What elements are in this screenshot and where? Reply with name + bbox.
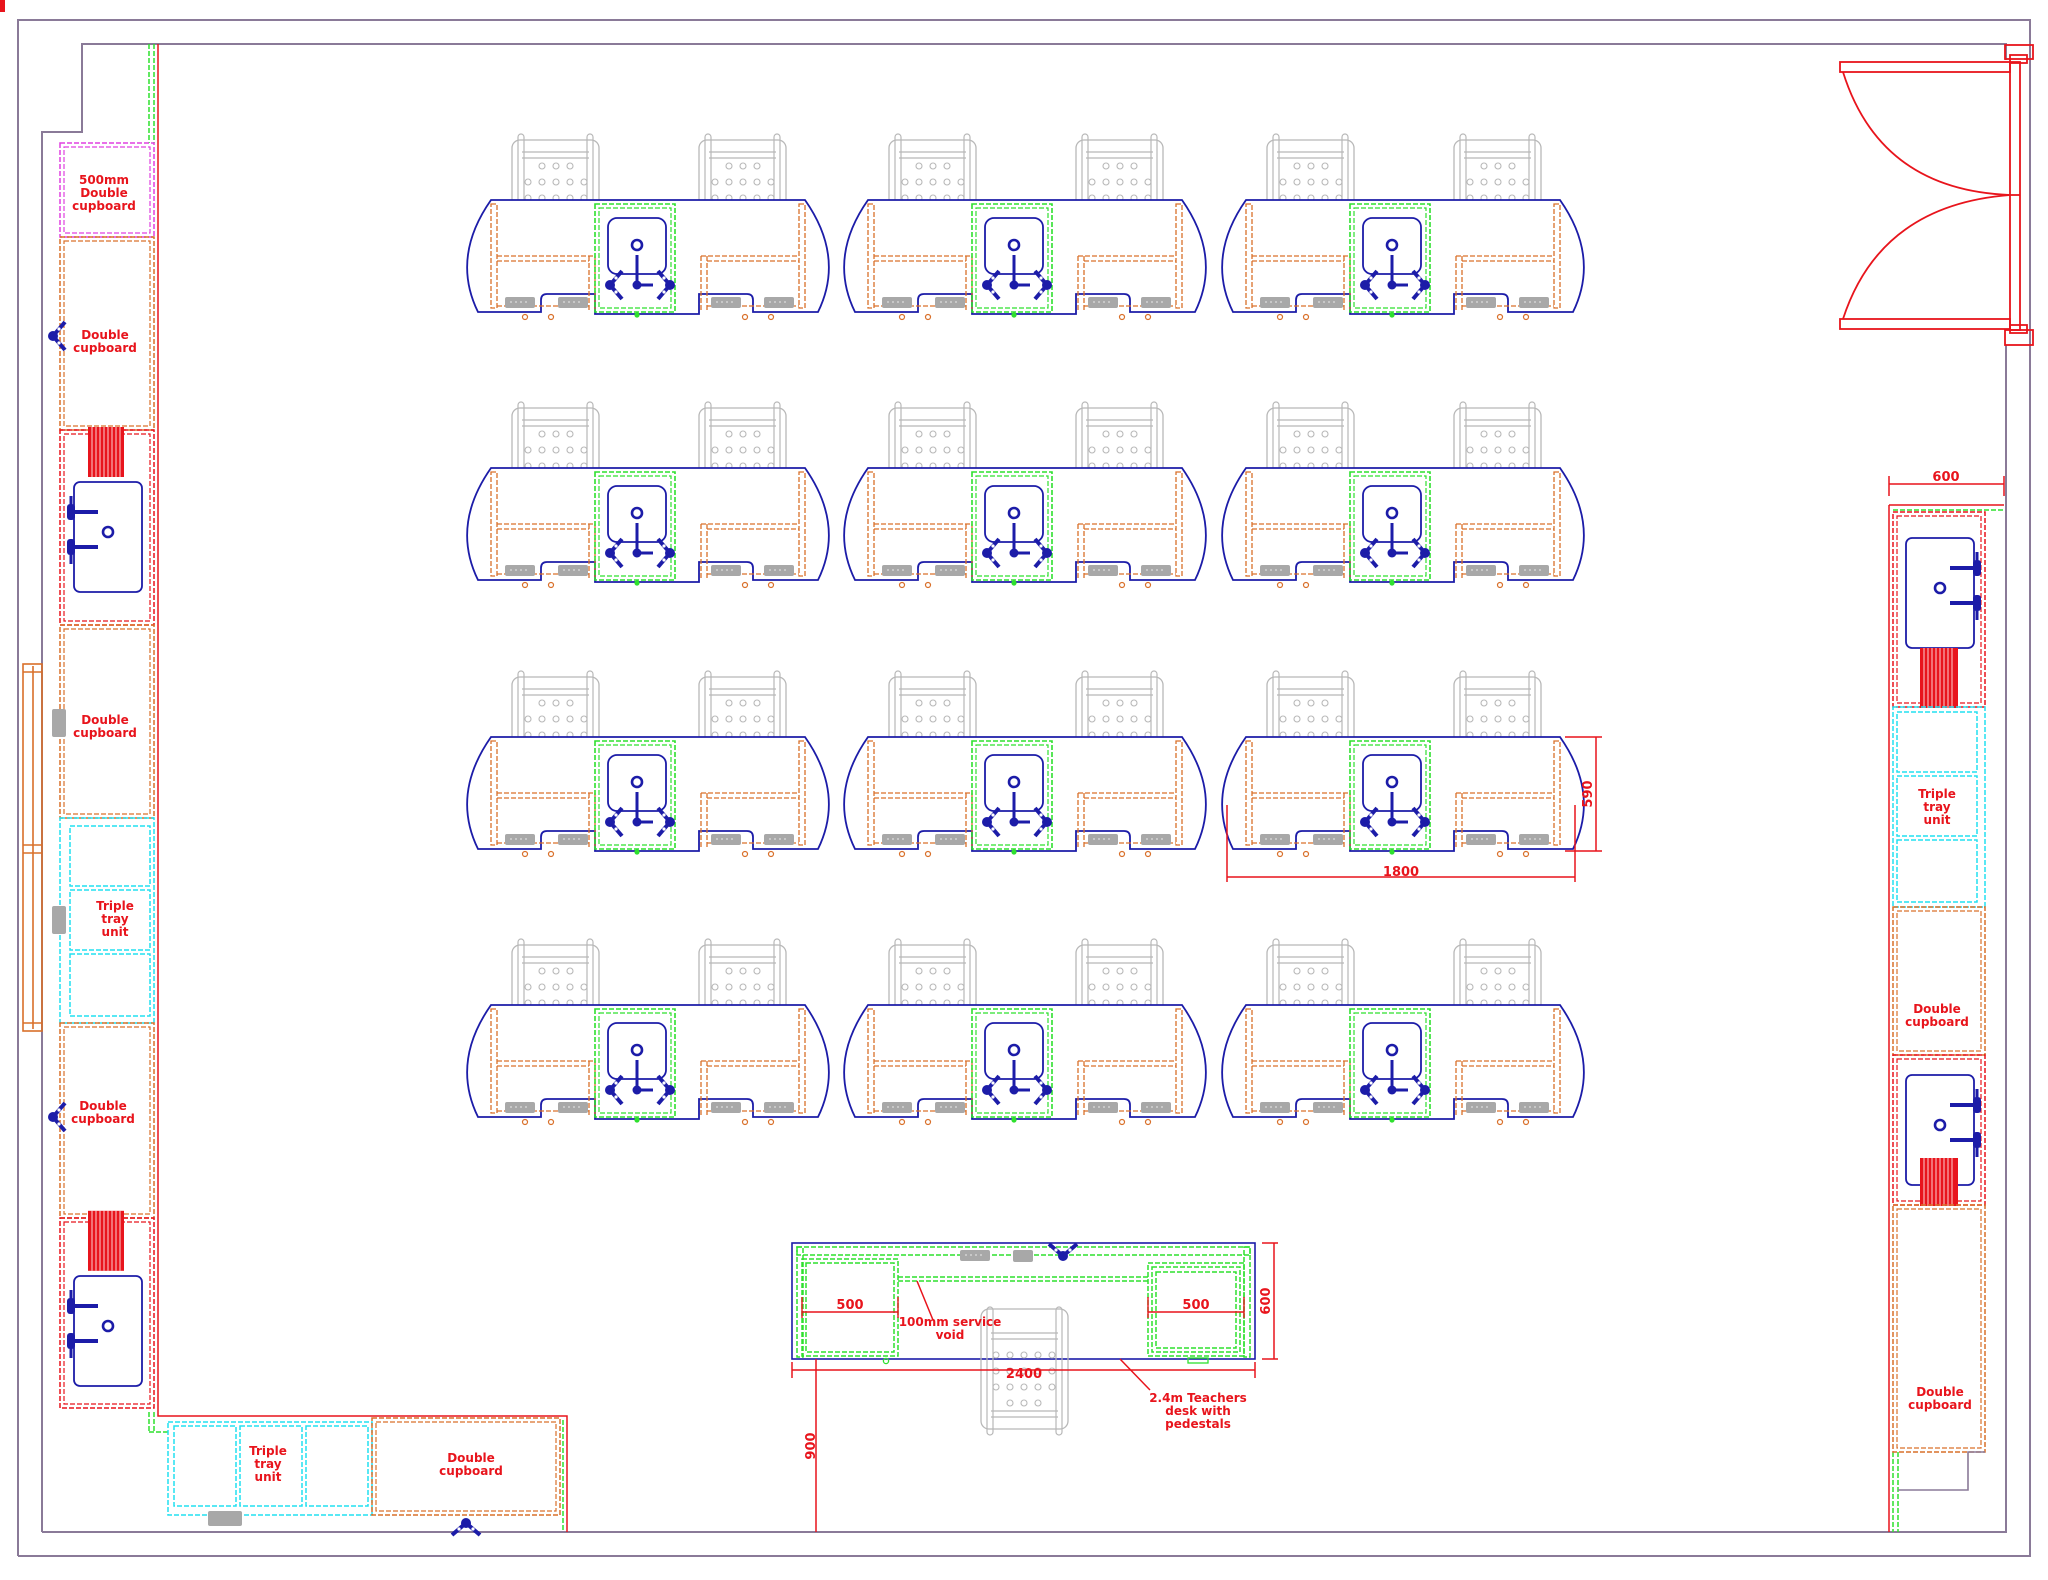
svg-text:Double: Double — [80, 186, 128, 200]
svg-text:cupboard: cupboard — [71, 1112, 135, 1126]
svg-text:590: 590 — [1581, 780, 1596, 807]
svg-text:Triple: Triple — [1918, 787, 1956, 801]
left-window — [22, 663, 43, 1032]
svg-text:cupboard: cupboard — [1908, 1398, 1972, 1412]
double-door[interactable] — [1839, 44, 2034, 346]
svg-text:tray: tray — [101, 912, 128, 926]
svg-text:Double: Double — [1916, 1385, 1964, 1399]
svg-text:cupboard: cupboard — [439, 1464, 503, 1478]
left-cupboard-500: 500mm Double cupboard — [59, 142, 155, 238]
bench-r1-c3[interactable] — [1222, 134, 1584, 320]
svg-text:cupboard: cupboard — [73, 726, 137, 740]
bench-r2-c1[interactable] — [467, 402, 829, 588]
right-sink-unit-2 — [1892, 1054, 1986, 1206]
bottom-cupboard: Double cupboard — [371, 1417, 561, 1537]
bench-r2-c2[interactable] — [844, 402, 1206, 588]
right-sink-unit-1 — [1892, 511, 1986, 708]
svg-text:1800: 1800 — [1383, 865, 1419, 880]
right-cupboard-1: Double cupboard — [1892, 906, 1986, 1056]
left-sink-unit-2 — [59, 1210, 155, 1409]
svg-text:Triple: Triple — [249, 1444, 287, 1458]
teacher-desk[interactable]: 500 500 — [791, 1242, 1256, 1365]
bench-dimensions — [1226, 736, 1602, 882]
bench-r3-c1[interactable] — [467, 671, 829, 857]
svg-text:cupboard: cupboard — [73, 341, 137, 355]
svg-text:600: 600 — [1259, 1287, 1274, 1314]
svg-text:100mm service: 100mm service — [899, 1315, 1002, 1329]
svg-text:900: 900 — [804, 1432, 819, 1459]
svg-text:Double: Double — [81, 713, 129, 727]
svg-text:pedestals: pedestals — [1165, 1417, 1231, 1431]
svg-text:cupboard: cupboard — [1905, 1015, 1969, 1029]
student-benches — [467, 134, 1584, 1125]
svg-text:Double: Double — [447, 1451, 495, 1465]
svg-text:desk with: desk with — [1165, 1404, 1231, 1418]
svg-text:tray: tray — [1923, 800, 1950, 814]
svg-text:unit: unit — [102, 925, 129, 939]
bench-r3-c3[interactable] — [1222, 671, 1584, 857]
svg-text:600: 600 — [1932, 470, 1959, 485]
left-wall-run: 500mm Double cupboard Double cupboard Do… — [46, 44, 159, 1432]
svg-text:unit: unit — [255, 1470, 282, 1484]
right-tray-unit: Triple tray unit — [1892, 706, 1986, 908]
svg-text:Triple: Triple — [96, 899, 134, 913]
bottom-tray-unit: Triple tray unit — [167, 1421, 373, 1526]
bench-r3-c2[interactable] — [844, 671, 1206, 857]
left-cupboard-3: Double cupboard — [46, 1022, 155, 1219]
left-cupboard-1: Double cupboard — [46, 236, 155, 431]
teacher-desk-dimensions — [791, 1242, 1278, 1532]
right-cupboard-2: Double cupboard — [1892, 1204, 1986, 1453]
svg-text:Double: Double — [1913, 1002, 1961, 1016]
left-tray-unit: Triple tray unit — [52, 817, 155, 1024]
bench-r4-c1[interactable] — [467, 939, 829, 1125]
svg-text:500mm: 500mm — [79, 173, 129, 187]
svg-text:2400: 2400 — [1006, 1367, 1042, 1382]
left-sink-unit-1 — [59, 426, 155, 626]
svg-text:Double: Double — [81, 328, 129, 342]
svg-text:void: void — [936, 1328, 965, 1342]
right-pier — [2005, 345, 2031, 1556]
left-cupboard-2: Double cupboard — [52, 624, 155, 819]
svg-text:tray: tray — [254, 1457, 281, 1471]
right-wall-run: 600 Triple tray — [1888, 470, 2005, 1532]
svg-text:500: 500 — [1182, 1298, 1209, 1313]
svg-text:500: 500 — [836, 1298, 863, 1313]
bench-r4-c3[interactable] — [1222, 939, 1584, 1125]
bench-r1-c2[interactable] — [844, 134, 1206, 320]
svg-text:cupboard: cupboard — [72, 199, 136, 213]
corner-mark — [0, 0, 5, 12]
svg-text:Double: Double — [79, 1099, 127, 1113]
bottom-wall-run: Triple tray unit Double cupboard — [149, 1412, 568, 1537]
svg-text:unit: unit — [1924, 813, 1951, 827]
svg-text:2.4m Teachers: 2.4m Teachers — [1149, 1391, 1247, 1405]
bench-r4-c2[interactable] — [844, 939, 1206, 1125]
bench-r2-c3[interactable] — [1222, 402, 1584, 588]
bench-r1-c1[interactable] — [467, 134, 829, 320]
